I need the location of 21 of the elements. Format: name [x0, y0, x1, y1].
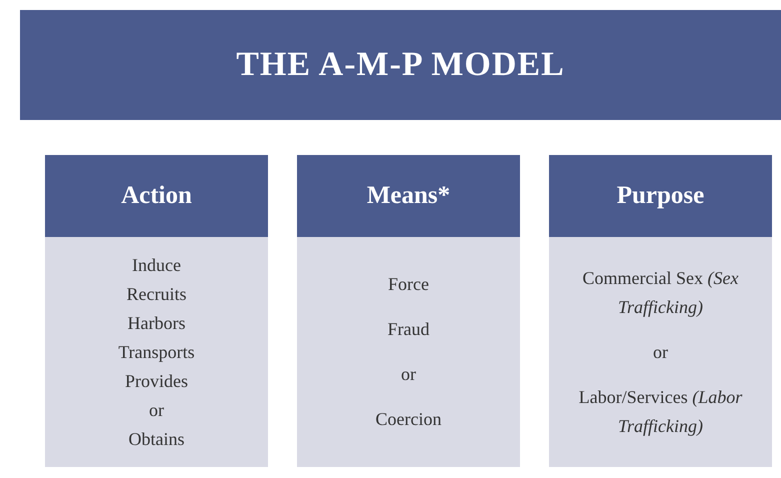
- list-item-text: Recruits: [126, 282, 186, 306]
- column-card: [297, 155, 520, 467]
- list-item-text: Commercial Sex (Sex Trafficking): [582, 266, 740, 319]
- column-card: [45, 155, 268, 467]
- list-item-text: Fraud: [388, 318, 430, 341]
- header-text: Means*: [366, 182, 450, 210]
- list-item-text: Labor/Services (Labor Trafficking): [578, 386, 744, 438]
- list-item-text: Provides: [125, 370, 188, 392]
- list-item-text: or: [401, 363, 416, 386]
- list-item-text: or: [149, 398, 164, 422]
- header-text: Action: [121, 182, 192, 210]
- header-text: Purpose: [616, 182, 704, 210]
- title-text: THE A-M-P MODEL: [236, 46, 565, 84]
- list-item-text: Obtains: [128, 428, 184, 450]
- list-item-text: or: [653, 340, 668, 364]
- list-item-text: Force: [388, 273, 429, 296]
- list-item-text: Induce: [132, 254, 181, 276]
- list-item-text: Harbors: [128, 312, 186, 334]
- list-item-text: Coercion: [376, 408, 442, 431]
- list-item-text: Transports: [118, 340, 195, 364]
- column-card: [549, 155, 772, 467]
